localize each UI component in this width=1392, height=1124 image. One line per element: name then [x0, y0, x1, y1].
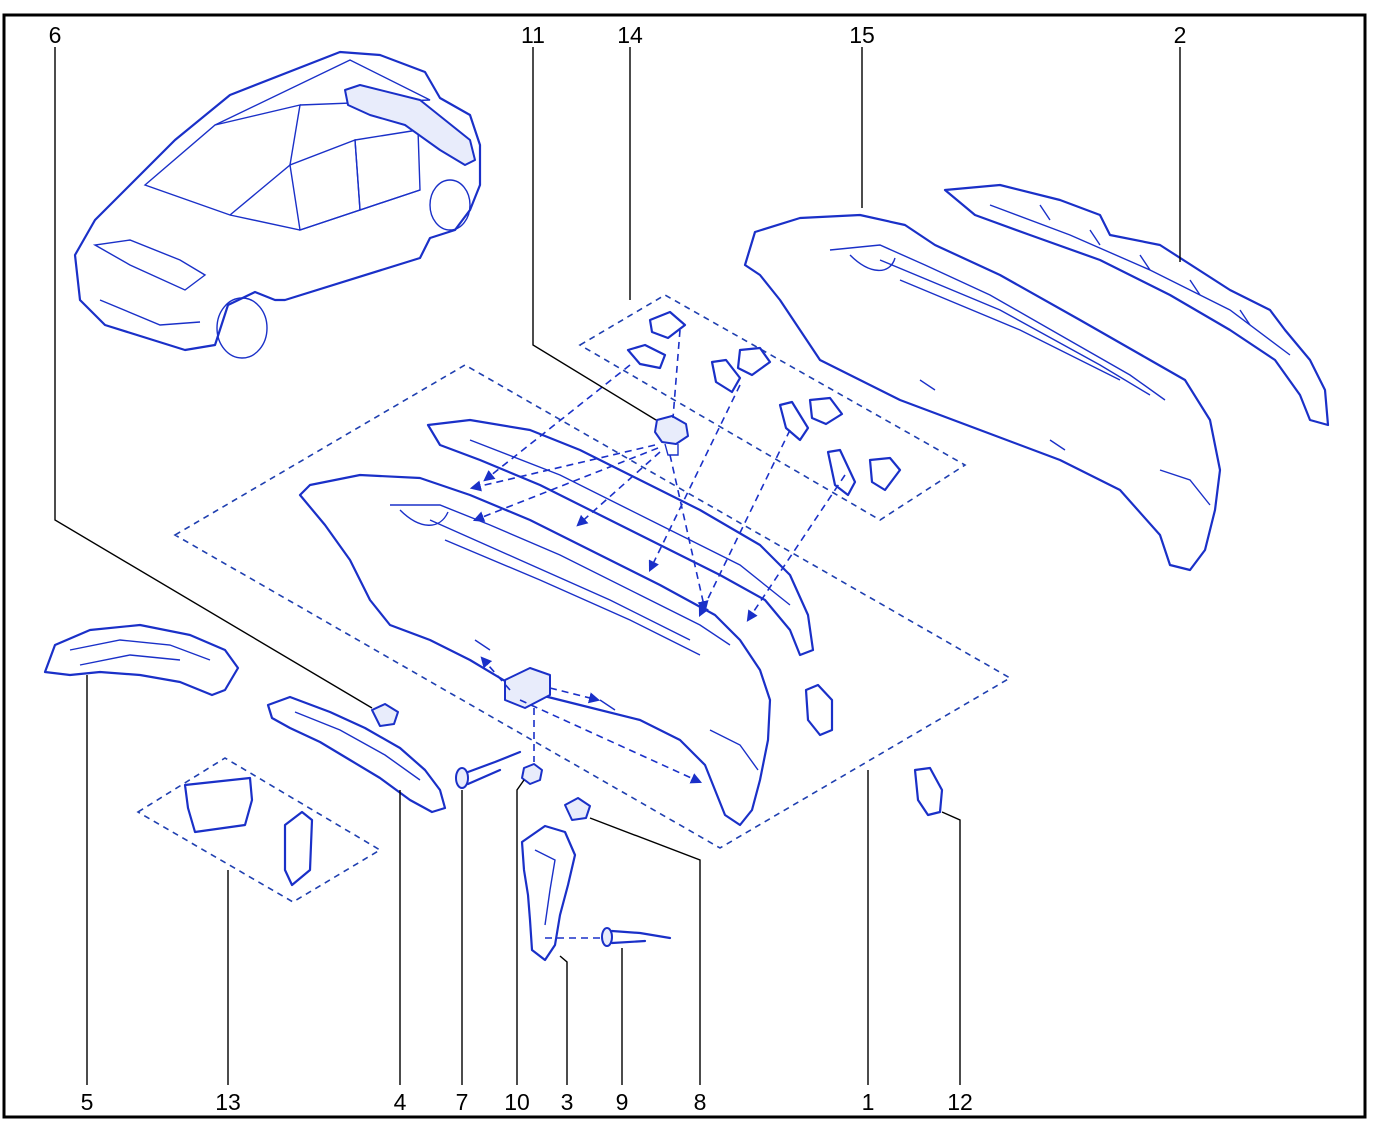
callout-7: 7 — [456, 1089, 469, 1115]
part-beam-inner — [426, 418, 815, 657]
assembly-arrows — [469, 329, 846, 939]
part-12-bracket — [913, 766, 944, 817]
part-6-clip — [371, 703, 399, 727]
part-5-absorber — [43, 623, 240, 697]
callout-3: 3 — [561, 1089, 574, 1115]
part-9-pin — [601, 927, 672, 947]
side-bracket — [804, 683, 834, 737]
kit-outline-13 — [136, 757, 382, 903]
part-1-bumper — [298, 473, 772, 827]
leader-lines — [54, 47, 1181, 1085]
part-15-bumper — [743, 213, 1222, 572]
kit-outline-main — [173, 364, 1012, 849]
part-10-screw — [521, 763, 543, 785]
callout-2: 2 — [1174, 22, 1187, 48]
callout-5: 5 — [81, 1089, 94, 1115]
callout-1: 1 — [862, 1089, 875, 1115]
callout-14: 14 — [617, 22, 643, 48]
part-4-bracket — [266, 695, 447, 814]
callout-13: 13 — [215, 1089, 241, 1115]
car-illustration — [73, 50, 482, 359]
callout-11: 11 — [521, 22, 545, 48]
part-8-clip — [564, 797, 591, 821]
diagram-frame — [2, 13, 1367, 1119]
part-13-pads — [183, 776, 314, 887]
part-2-beam — [943, 183, 1330, 427]
part-3-bracket — [520, 824, 577, 962]
callout-15: 15 — [849, 22, 875, 48]
part-14-clips — [626, 310, 902, 497]
callout-12: 12 — [947, 1089, 973, 1115]
callout-4: 4 — [394, 1089, 407, 1115]
kit-outline-14 — [578, 294, 967, 521]
part-7-pin — [455, 750, 522, 789]
callout-10: 10 — [504, 1089, 530, 1115]
part-11-fastener — [654, 415, 689, 456]
callout-8: 8 — [694, 1089, 707, 1115]
callout-6: 6 — [49, 22, 62, 48]
callout-9: 9 — [616, 1089, 629, 1115]
center-bracket — [504, 667, 551, 709]
